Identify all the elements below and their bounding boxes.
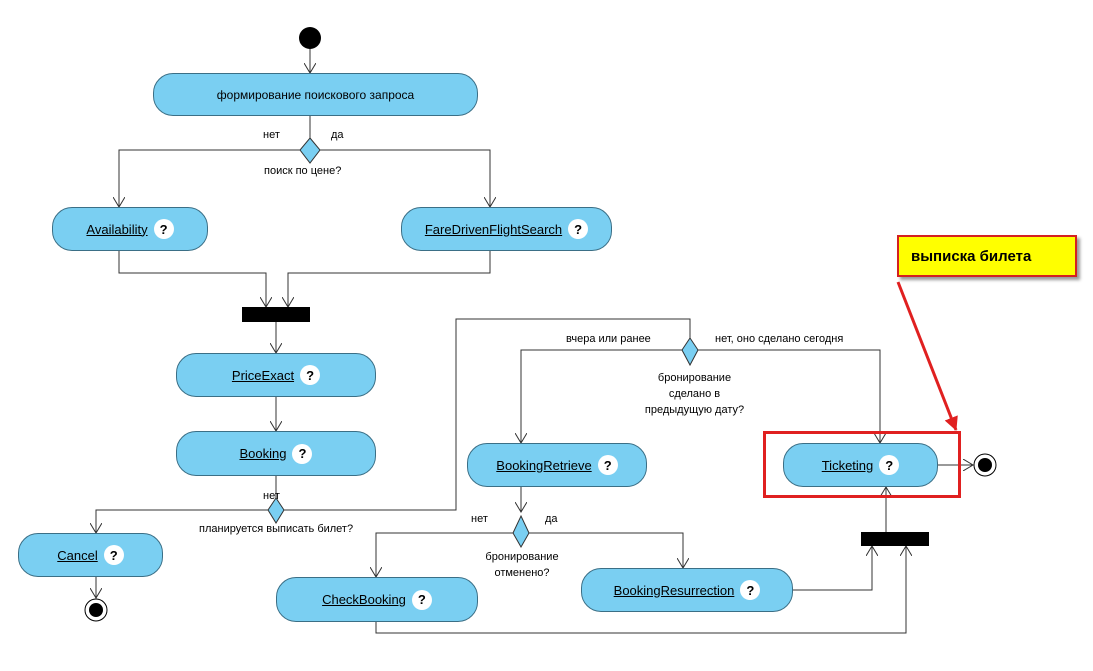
- cancel-help-icon[interactable]: ?: [103, 545, 124, 565]
- activity-form-query: формирование поискового запроса: [153, 73, 478, 116]
- booking-link[interactable]: Booking: [239, 446, 287, 461]
- guard-today: нет, оно сделано сегодня: [715, 333, 844, 345]
- end-node-ticketing-core: [978, 458, 992, 472]
- booking-resurrection-help-icon[interactable]: ?: [740, 580, 761, 600]
- decision-plan-ticket: [267, 497, 285, 524]
- flow-decision2-decision3: [284, 318, 691, 511]
- availability-help-icon[interactable]: ?: [153, 219, 174, 239]
- decision4-label: бронирование отменено?: [485, 551, 559, 579]
- flow-faresearch-bar: [288, 251, 491, 307]
- activity-form-query-label: формирование поискового запроса: [216, 87, 415, 102]
- callout-note: выписка билета: [897, 235, 1077, 277]
- activity-ticketing: Ticketing ?: [783, 443, 938, 487]
- activity-cancel: Cancel ?: [18, 533, 163, 577]
- check-booking-help-icon[interactable]: ?: [411, 589, 432, 610]
- flow-yes-resurrection: [529, 532, 683, 568]
- guard-no-1: нет: [263, 129, 280, 141]
- booking-retrieve-link[interactable]: BookingRetrieve: [496, 457, 592, 473]
- callout-text: выписка билета: [911, 247, 1032, 265]
- fare-search-help-icon[interactable]: ?: [568, 219, 589, 239]
- activity-availability: Availability ?: [52, 207, 208, 251]
- flow-checkbooking-bar: [375, 546, 906, 634]
- decision2-label: планируется выписать билет?: [199, 523, 354, 535]
- flow-cancel: [96, 509, 268, 533]
- price-exact-link[interactable]: PriceExact: [231, 367, 295, 383]
- activity-fare-search: FareDrivenFlightSearch ?: [401, 207, 612, 251]
- check-booking-link[interactable]: CheckBooking: [322, 592, 406, 607]
- join-bar: [861, 532, 929, 546]
- activity-price-exact: PriceExact ?: [176, 353, 376, 397]
- end-node-cancel-core: [89, 603, 103, 617]
- flow-no-checkbooking: [376, 532, 513, 577]
- decision3-label: бронирование сделано в предыдущую дату?: [644, 372, 745, 416]
- decision-booking-cancelled: [512, 514, 530, 549]
- decision-search-by-price: [299, 137, 321, 164]
- start-node: [299, 27, 321, 49]
- ticketing-help-icon[interactable]: ?: [879, 455, 900, 475]
- booking-resurrection-link[interactable]: BookingResurrection: [613, 582, 735, 598]
- ticketing-highlight-frame: [763, 431, 961, 498]
- price-exact-help-icon[interactable]: ?: [300, 365, 321, 385]
- guard-no-3: нет: [471, 513, 488, 525]
- activity-booking-resurrection: BookingResurrection ?: [581, 568, 793, 612]
- ticketing-link[interactable]: Ticketing: [821, 457, 874, 473]
- activity-booking-retrieve: BookingRetrieve ?: [467, 443, 647, 487]
- activity-check-booking: CheckBooking ?: [276, 577, 478, 622]
- decision-booking-date: [681, 337, 699, 367]
- flow-no-availability: [119, 149, 300, 207]
- guard-no-2: нет: [263, 490, 280, 502]
- flow-resurrection-bar: [793, 546, 872, 591]
- fork-bar: [242, 307, 310, 322]
- flow-yesterday: [521, 349, 682, 443]
- guard-yes-1: да: [331, 129, 344, 141]
- fare-search-link[interactable]: FareDrivenFlightSearch: [424, 221, 563, 237]
- availability-link[interactable]: Availability: [86, 221, 148, 237]
- guard-yes-3: да: [545, 513, 558, 525]
- booking-help-icon[interactable]: ?: [292, 443, 313, 464]
- decision1-label: поиск по цене?: [264, 165, 342, 177]
- activity-booking: Booking ?: [176, 431, 376, 476]
- flow-availability-bar: [118, 251, 266, 307]
- booking-retrieve-help-icon[interactable]: ?: [597, 455, 618, 475]
- flow-today: [698, 349, 880, 443]
- flow-yes-faresearch: [320, 149, 490, 207]
- cancel-link[interactable]: Cancel: [57, 547, 98, 563]
- callout-arrow: [896, 281, 958, 431]
- guard-yesterday: вчера или ранее: [566, 333, 651, 345]
